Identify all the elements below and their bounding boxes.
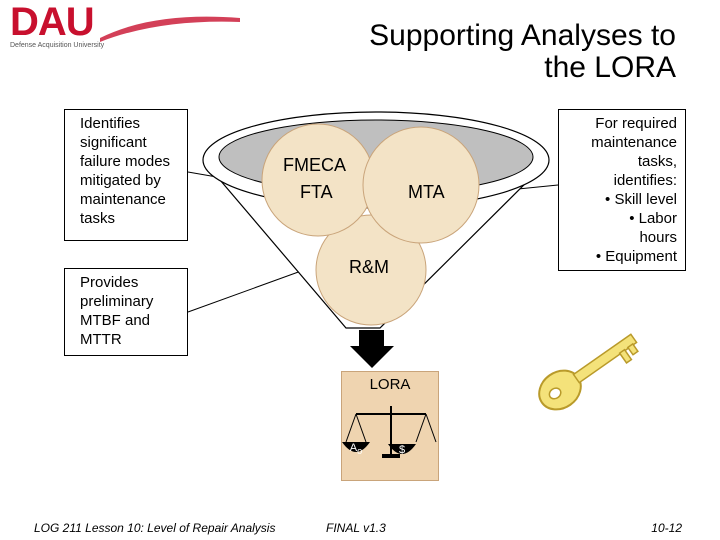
required-line: tasks,: [637, 153, 677, 170]
logo-tagline: Defense Acquisition University: [10, 42, 105, 49]
pan-a: A: [349, 442, 358, 454]
modes-line: maintenance: [80, 191, 166, 208]
lora-label: LORA: [369, 376, 411, 393]
modes-line: failure modes: [80, 153, 171, 170]
modes-line: mitigated by: [80, 172, 161, 189]
required-line: identifies:: [613, 172, 677, 189]
key-icon: [538, 333, 639, 411]
balance-scale-icon: [342, 406, 437, 458]
bullet-labor: Labor: [638, 210, 677, 227]
mtbf-line: MTBF and: [80, 312, 151, 329]
required-bullet: • Equipment: [595, 248, 677, 265]
fmeca-fta-circle: [261, 123, 375, 237]
title-line-1: Supporting Analyses to: [369, 19, 676, 52]
slide-title: Supporting Analyses to the LORA: [256, 20, 676, 84]
lora-box: LORA Ao $: [341, 371, 439, 481]
required-bullet: • Skill level: [605, 191, 677, 208]
logo-swoosh-icon: [100, 16, 240, 42]
arrow-down-icon: [350, 330, 394, 368]
label-mta: MTA: [408, 182, 445, 202]
required-line: For required: [595, 115, 677, 132]
label-fmeca: FMECA: [283, 155, 346, 175]
mtbf-mttr-box: Provides preliminary MTBF and MTTR: [64, 268, 188, 356]
mtbf-line: Provides: [80, 274, 139, 291]
label-rm: R&M: [349, 257, 389, 277]
pan-o: o: [357, 446, 363, 457]
dau-logo: DAU Defense Acquisition University: [0, 0, 240, 56]
title-line-2: the LORA: [544, 51, 676, 84]
failure-modes-box: Identifies significant failure modes mit…: [64, 109, 188, 241]
modes-line: significant: [80, 134, 147, 151]
mtbf-line: MTTR: [80, 331, 122, 348]
footer-page-number: 10-12: [651, 521, 682, 535]
footer-version: FINAL v1.3: [326, 521, 386, 535]
required-bullet-cont: hours: [639, 229, 677, 246]
required-bullet: • Labor: [629, 210, 677, 227]
logo-letters: DAU: [10, 0, 95, 44]
bullet-equipment: Equipment: [605, 248, 677, 265]
label-fta: FTA: [300, 182, 333, 202]
mtbf-line: preliminary: [80, 293, 154, 310]
bullet-skill-level: Skill level: [614, 191, 677, 208]
mta-circle: [362, 126, 480, 244]
modes-line: tasks: [80, 210, 116, 227]
pan-cost: $: [398, 444, 406, 456]
pan-availability: Ao: [345, 442, 367, 456]
required-tasks-box: For required maintenance tasks, identifi…: [558, 109, 686, 271]
modes-line: Identifies: [80, 115, 141, 132]
footer-course: LOG 211 Lesson 10: Level of Repair Analy…: [34, 521, 276, 535]
required-line: maintenance: [591, 134, 677, 151]
